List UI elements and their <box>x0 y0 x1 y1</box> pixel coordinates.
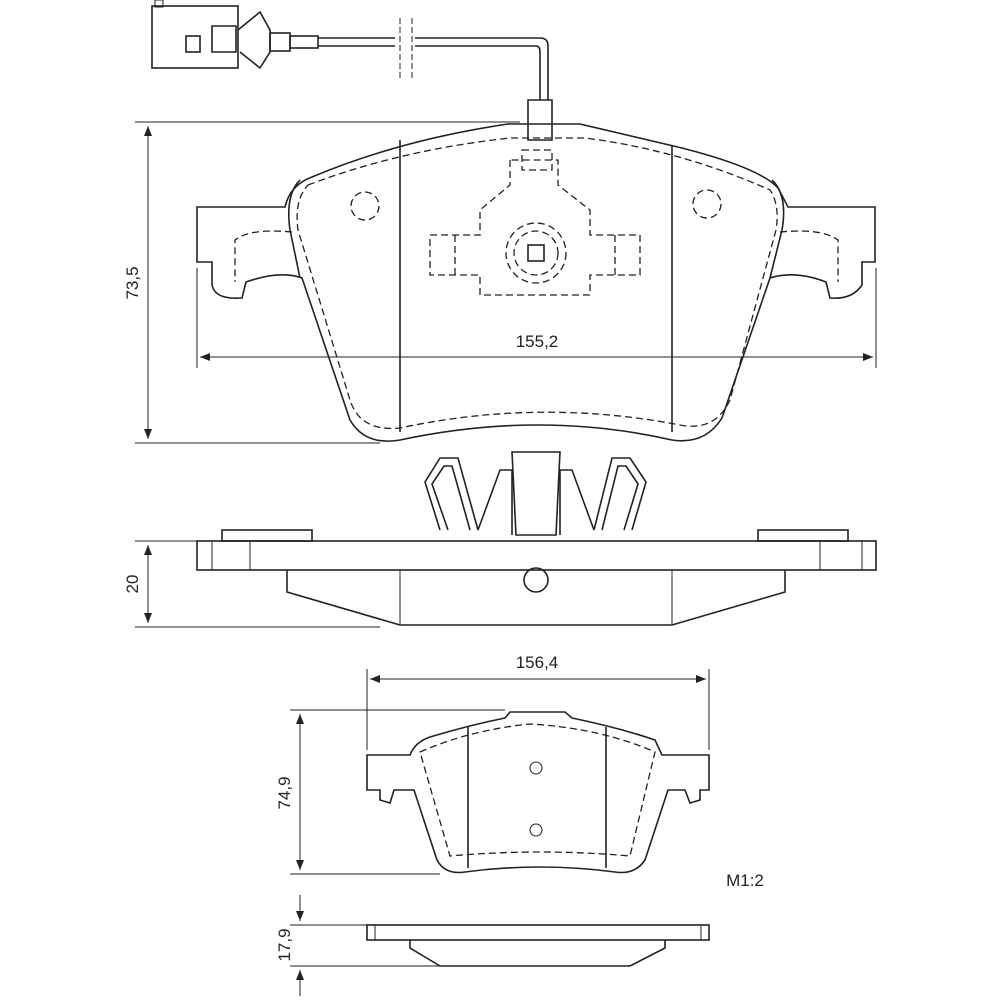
height-dimension-74-9: 74,9 <box>275 709 505 875</box>
thickness-dimension-17-9: 17,9 <box>275 895 440 996</box>
second-height-label: 74,9 <box>275 776 294 809</box>
thickness-label: 20 <box>123 575 142 594</box>
height-label: 73,5 <box>123 266 142 299</box>
height-dimension-73-5: 73,5 <box>123 121 520 444</box>
width-dimension-155-2: 155,2 <box>196 268 877 368</box>
width-dimension-156-4: 156,4 <box>366 653 710 750</box>
scale-label: M1:2 <box>726 871 764 890</box>
front-view-pad <box>196 123 876 442</box>
second-thickness-label: 17,9 <box>275 928 294 961</box>
side-view-pad <box>196 451 877 626</box>
wear-sensor-connector <box>151 0 553 141</box>
second-pad-side-view <box>366 924 710 967</box>
thickness-dimension-20: 20 <box>123 540 380 628</box>
second-pad-front-view <box>366 711 710 874</box>
width-label: 155,2 <box>516 332 559 351</box>
second-width-label: 156,4 <box>516 653 559 672</box>
